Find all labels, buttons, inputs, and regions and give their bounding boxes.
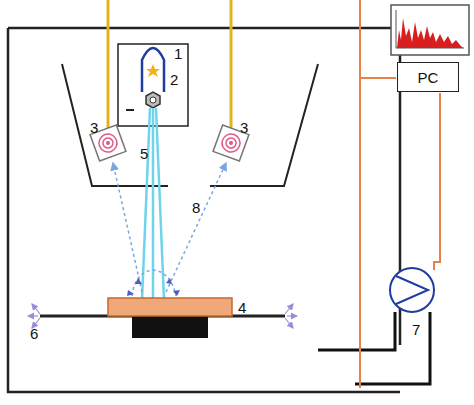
node-text: PC bbox=[418, 69, 439, 86]
coil-wire bbox=[230, 0, 233, 130]
holder-block bbox=[132, 316, 208, 338]
callout-number: 5 bbox=[140, 146, 148, 161]
computer-box: PC bbox=[397, 62, 459, 92]
shield bbox=[210, 64, 318, 186]
callout-number: 1 bbox=[174, 46, 182, 61]
spectrum-plot bbox=[397, 18, 463, 48]
emitter-spot bbox=[146, 64, 160, 77]
callout-number: 8 bbox=[192, 200, 200, 215]
callout-number: 2 bbox=[170, 72, 178, 87]
callout-number: 4 bbox=[238, 300, 246, 315]
callout-number: 3 bbox=[90, 120, 98, 135]
vacuum-chamber bbox=[8, 28, 400, 392]
callout-number: 6 bbox=[30, 326, 38, 341]
monitor bbox=[391, 5, 469, 55]
control-cable bbox=[359, 0, 361, 388]
vacuum-pipe bbox=[355, 312, 430, 384]
filament bbox=[142, 48, 164, 92]
lens-electrode bbox=[146, 92, 160, 108]
sample bbox=[108, 298, 232, 316]
callout-number: 3 bbox=[240, 120, 248, 135]
coil-wire bbox=[107, 0, 110, 130]
vacuum-pump bbox=[390, 268, 434, 312]
vacuum-pipe bbox=[318, 312, 395, 350]
signal-path bbox=[166, 163, 226, 292]
electron-beam bbox=[142, 108, 164, 300]
callout-number: 7 bbox=[412, 322, 420, 337]
signal-path bbox=[113, 163, 142, 292]
